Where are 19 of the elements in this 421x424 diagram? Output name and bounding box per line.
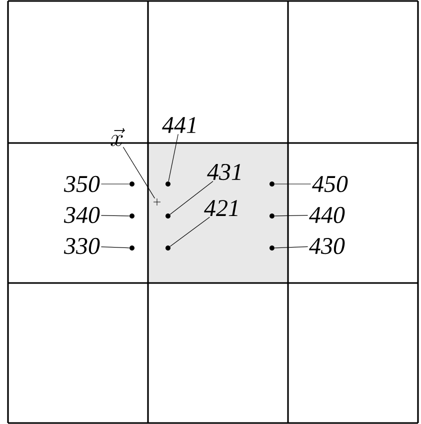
leader-line <box>100 215 130 216</box>
leader-line <box>170 216 210 247</box>
number-label: 440 <box>309 206 345 224</box>
number-label: 450 <box>312 176 348 192</box>
leader-line <box>274 246 308 248</box>
number-label: 421 <box>204 200 238 216</box>
number-label: 441 <box>162 117 196 133</box>
cross-mark <box>154 198 160 206</box>
number-label: 330 <box>64 238 100 254</box>
number-label: 340 <box>64 206 100 224</box>
leader-line <box>170 180 214 215</box>
number-label: 430 <box>309 238 345 254</box>
leader-line <box>274 215 308 216</box>
vector-label: $\vec{x}$ <box>110 128 125 146</box>
leader-line <box>100 246 130 248</box>
leader-line <box>122 146 156 199</box>
number-label: 431 <box>207 164 240 180</box>
number-label: 350 <box>64 176 100 192</box>
leader-line <box>168 134 178 182</box>
